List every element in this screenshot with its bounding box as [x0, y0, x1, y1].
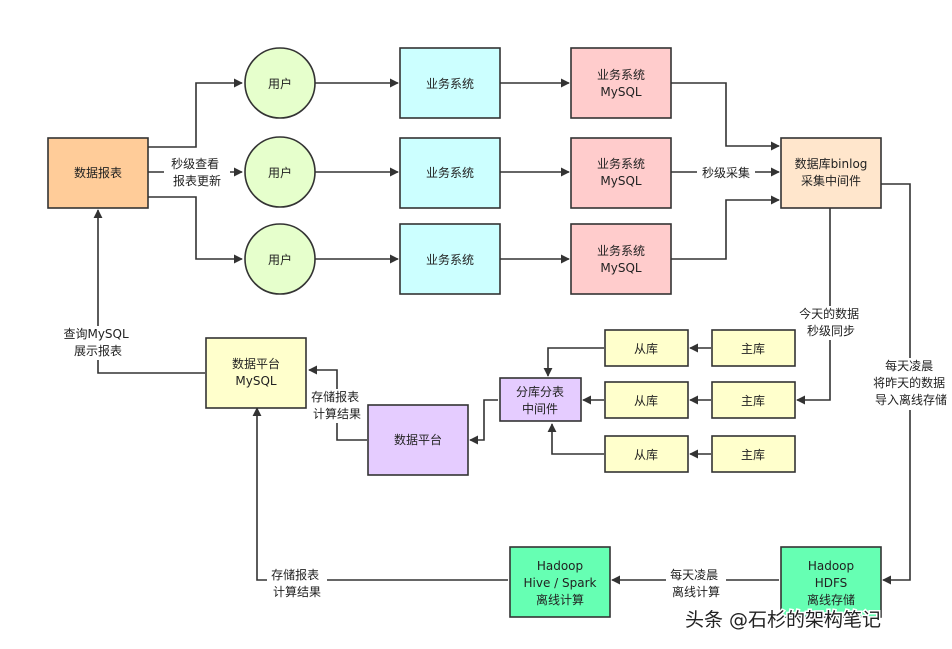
edge-label-nightly-import: 每天凌晨 将昨天的数据 导入离线存储 [873, 358, 949, 407]
edge-slave3-sharding [547, 423, 604, 455]
node-user1-circle [244, 47, 316, 119]
edge-label-line: 每天凌晨 [670, 567, 718, 582]
node-slave2-box [604, 381, 689, 419]
edge-label-today-sync: 今天的数据 秒级同步 [799, 306, 863, 338]
edge-label-line: 计算结果 [313, 406, 361, 421]
node-hadoop-hdfs-box [780, 546, 882, 618]
edge-label-line: 导入离线存储 [875, 392, 947, 407]
edge-label-line: 秒级采集 [702, 165, 750, 180]
node-master1-label: 主库 [741, 341, 765, 356]
node-mysql3-box [570, 223, 672, 295]
edge-label-line: 查询MySQL [63, 327, 129, 341]
edge-hive-platform-mysql [252, 407, 508, 581]
edge-binlog-master2 [796, 207, 831, 405]
node-sharding-box [499, 377, 582, 422]
edge-labels: 秒级查看 报表更新 秒级采集 今天的数据 秒级同步 每天凌晨 将昨天的数据 导入… [58, 156, 952, 601]
node-master2-label: 主库 [741, 393, 765, 408]
node-binlog-box [780, 137, 882, 209]
edge-report-user3 [148, 196, 243, 264]
edge-label-query-mysql: 查询MySQL 展示报表 [63, 327, 132, 358]
edge-label-store-result-hive: 存储报表 计算结果 [271, 567, 323, 599]
node-mysql2-box [570, 137, 672, 209]
edge-label-line: 秒级同步 [807, 324, 855, 338]
node-user2-label: 用户 [268, 165, 292, 180]
edge-mysql1-binlog [671, 82, 780, 151]
edge-sharding-platform [469, 399, 498, 445]
node-platform-mysql-box [205, 337, 307, 409]
node-biz2-box [399, 137, 501, 209]
edge-label-line: 每天凌晨 [885, 358, 933, 373]
node-master3-box [711, 435, 796, 473]
edge-label-line: 离线计算 [672, 584, 720, 599]
node-biz1-box [399, 47, 501, 119]
edge-label-nightly-offline: 每天凌晨 离线计算 [670, 567, 722, 599]
node-biz3-box [399, 223, 501, 295]
node-master2-box [711, 381, 796, 419]
node-biz3-label: 业务系统 [426, 252, 474, 267]
node-user3-label: 用户 [268, 252, 292, 267]
node-sharding-label: 分库分表中间件 [516, 384, 564, 416]
edge-label-binlog-collect: 秒级采集 [702, 165, 750, 180]
edge-mysql3-binlog [671, 195, 780, 260]
node-hadoop-hive-box [509, 546, 611, 618]
node-master1-box [711, 329, 796, 367]
edge-label-line: 将昨天的数据 [873, 375, 945, 390]
edge-label-line: 展示报表 [74, 343, 122, 358]
node-slave1-box [604, 329, 689, 367]
node-user3-circle [244, 223, 316, 295]
node-report-box [47, 137, 149, 209]
node-biz2-label: 业务系统 [426, 165, 474, 180]
node-slave2-label: 从库 [634, 393, 658, 408]
node-slave3-label: 从库 [634, 447, 658, 462]
edge-platform-mysql-report [93, 209, 205, 374]
node-biz1-label: 业务系统 [426, 76, 474, 91]
node-user1-label: 用户 [268, 76, 292, 91]
edge-label-line: 秒级查看 [171, 157, 219, 171]
edge-report-user1 [148, 78, 243, 148]
node-slave1-label: 从库 [634, 341, 658, 356]
node-platform-label: 数据平台 [394, 432, 442, 447]
edge-label-line: 今天的数据 [799, 306, 859, 321]
node-platform-box [367, 404, 469, 476]
watermark: 头条 @石杉的架构笔记 [684, 608, 883, 633]
edge-label-store-result-platform: 存储报表 计算结果 [311, 389, 363, 421]
node-user2-circle [244, 136, 316, 208]
edge-label-line: 存储报表 [311, 389, 359, 404]
edge-label-line: 存储报表 [271, 567, 319, 582]
edge-label-line: 计算结果 [273, 584, 321, 599]
node-master3-label: 主库 [741, 447, 765, 462]
edge-label-line: 报表更新 [173, 173, 221, 188]
node-mysql1-box [570, 47, 672, 119]
node-report-label: 数据报表 [74, 165, 122, 180]
node-slave3-box [604, 435, 689, 473]
edge-label-report-query: 秒级查看 报表更新 [171, 157, 223, 188]
edge-slave1-sharding [543, 347, 604, 377]
watermark-text: 头条 @石杉的架构笔记 [685, 609, 881, 631]
